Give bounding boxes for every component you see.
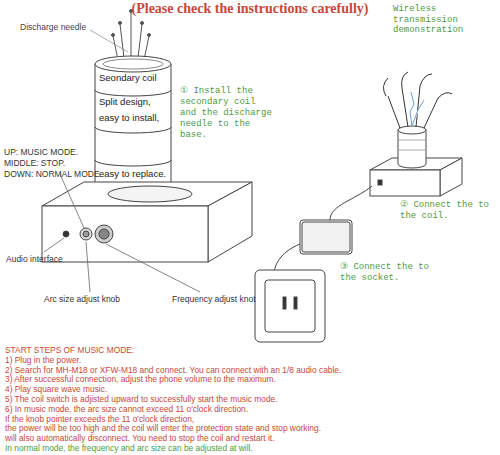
instruction-line: the power will be too high and the coil …: [5, 424, 499, 434]
part-label: Audio interface: [6, 254, 96, 264]
instruction-line: 2) Search for MH-M18 or XFW-M18 and conn…: [5, 366, 499, 376]
instruction-line: will also automatically disconnect. You …: [5, 434, 499, 444]
instruction-line: START STEPS OF MUSIC MODE:: [5, 346, 499, 356]
part-label: Frequency adjust knot: [172, 294, 292, 304]
coil-text: Seondary coil: [99, 72, 157, 83]
secondary-coil: [95, 56, 171, 198]
demo-device: [370, 72, 462, 196]
discharge-needle: [90, 10, 151, 61]
coil-text: easy to install,: [99, 112, 159, 123]
step-note: ① Install the secondary coil and the dis…: [180, 86, 272, 141]
instruction-line: In normal mode, the frequency and arc si…: [5, 444, 499, 454]
instruction-line: 6) In music mode, the arc size cannot ex…: [5, 405, 499, 415]
step-note: ③ Connect the to the socket.: [340, 262, 435, 284]
coil-text-area: Seondary coilSplit design, easy to instal…: [95, 64, 171, 194]
mode-label: UP: MUSIC MODE.: [4, 147, 114, 157]
step-note: ② Connect the to the coil.: [400, 200, 495, 222]
part-label: Discharge needle: [20, 22, 90, 32]
instruction-line: 5) The coil switch is adjisted upward to…: [5, 395, 499, 405]
instruction-line: 3) After successful connection, adjust t…: [5, 375, 499, 385]
instruction-line: If the knob pointer exceeds the 11 o'clo…: [5, 415, 499, 425]
mode-label: DOWN: NORMAL MODE.: [4, 169, 114, 179]
instruction-line: 4) Play square wave music.: [5, 385, 499, 395]
instruction-line: 1) Plug in the power.: [5, 356, 499, 366]
base-unit: [42, 182, 252, 262]
part-label: Arc size adjust knob: [44, 294, 154, 304]
wall-socket: [255, 270, 325, 342]
coil-text: Split design,: [99, 96, 151, 107]
leader-line: [44, 174, 200, 292]
coil-text: easy to replace.: [99, 168, 166, 179]
mode-label: MIDDLE: STOP.: [4, 158, 114, 168]
note: Wireless transmission demonstration: [393, 4, 493, 36]
